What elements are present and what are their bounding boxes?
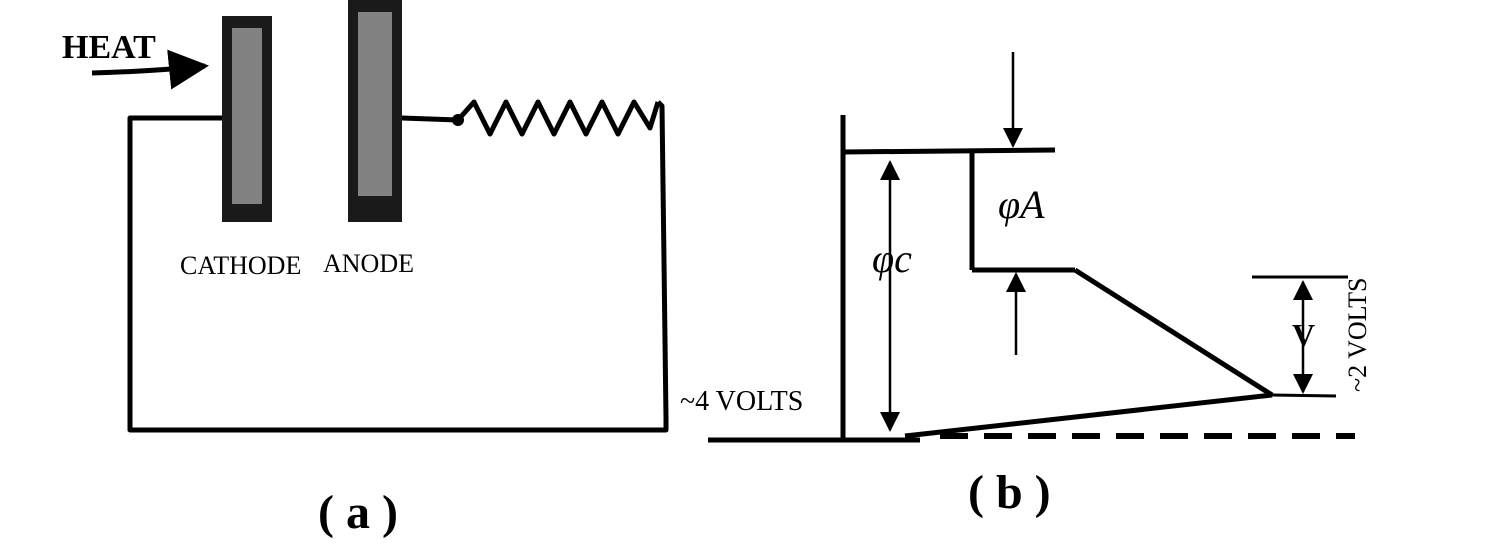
resistor-symbol [401, 99, 661, 137]
panel-a: HEAT CATHODE ANODE ( a ) [62, 0, 669, 539]
caption-a: ( a ) [318, 486, 398, 539]
phi-a-label: φA [998, 182, 1045, 227]
cathode-label: CATHODE [180, 251, 301, 280]
lower-slope [904, 392, 1273, 439]
right-voltage-label: ~2 VOLTS [1343, 278, 1372, 393]
resistor-junction-dot [452, 114, 464, 126]
potential-slope [1073, 267, 1274, 398]
anode-label: ANODE [323, 249, 414, 278]
left-voltage-label: ~4 VOLTS [680, 386, 803, 417]
heat-arrow [91, 49, 209, 90]
panel-b: φc φA V ~4 VOLTS ~2 VOLTS ( b ) [680, 52, 1372, 519]
phi-c-label: φc [872, 236, 912, 281]
anode-plate-shading [358, 12, 392, 196]
cathode-plate-shading [232, 28, 262, 204]
heat-label: HEAT [62, 29, 156, 66]
caption-b: ( b ) [968, 466, 1051, 519]
vacuum-level-line [842, 147, 1056, 155]
right-level-line [1271, 393, 1337, 398]
v-label: V [1292, 317, 1315, 353]
circuit-wire [127, 100, 669, 433]
